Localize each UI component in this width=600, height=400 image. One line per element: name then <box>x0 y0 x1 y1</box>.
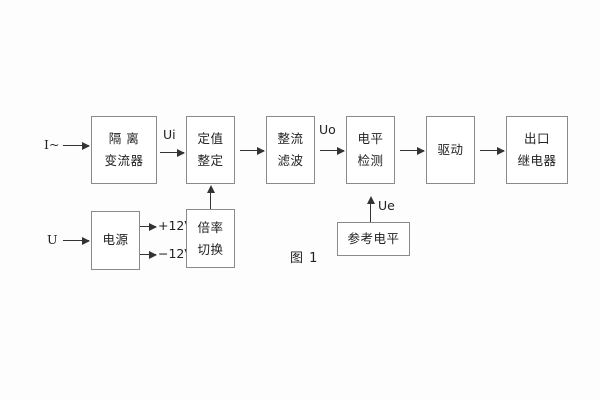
block-setting-value-line2: 整定 <box>197 153 224 168</box>
rail-positive-label: +12V <box>158 218 193 233</box>
block-setting-value-line1: 定值 <box>197 131 224 147</box>
block-power-supply-line1: 电源 <box>102 232 129 248</box>
arrow-isolation-to-setting <box>160 148 185 157</box>
block-reference-level: 参考电平 <box>337 222 410 256</box>
ui-signal-label: Ui <box>163 127 176 142</box>
figure-caption: 图 1 <box>290 251 319 266</box>
block-setting-value: 定值 整定 <box>186 116 235 184</box>
arrow-current-to-isolation <box>63 141 90 150</box>
block-multiplier-switch-line1: 倍率 <box>197 219 224 235</box>
block-level-detection-line1: 电平 <box>357 131 384 147</box>
block-power-supply: 电源 <box>91 211 140 270</box>
block-rectify-filter-line2: 滤波 <box>277 153 304 168</box>
arrow-level-to-drive <box>400 146 425 155</box>
rail-negative-label: −12V <box>158 246 193 261</box>
block-isolation-transformer: 隔 离 变流器 <box>91 116 157 184</box>
block-rectify-filter: 整流 滤波 <box>266 116 315 184</box>
block-output-relay-line2: 继电器 <box>517 153 557 168</box>
block-level-detection-line2: 检测 <box>357 153 384 168</box>
block-isolation-transformer-line2: 变流器 <box>104 153 144 168</box>
block-reference-level-line1: 参考电平 <box>347 230 400 246</box>
ue-signal-label: Ue <box>378 198 395 213</box>
block-multiplier-switch-line2: 切换 <box>197 241 224 257</box>
arrow-reference-to-level <box>366 196 375 222</box>
current-input-label: I~ <box>44 137 60 152</box>
block-drive: 驱动 <box>426 116 475 184</box>
block-multiplier-switch: 倍率 切换 <box>186 209 235 268</box>
uo-signal-label: Uo <box>319 122 336 137</box>
arrow-rectify-to-level <box>320 146 345 155</box>
arrow-multiplier-to-setting <box>206 185 215 209</box>
block-level-detection: 电平 检测 <box>346 116 395 184</box>
arrow-rail-negative <box>140 250 157 259</box>
arrow-setting-to-rectify <box>240 146 265 155</box>
voltage-input-label: U <box>47 232 58 247</box>
block-output-relay-line1: 出口 <box>523 131 550 147</box>
block-drive-line1: 驱动 <box>437 141 464 157</box>
arrow-drive-to-output-relay <box>480 146 505 155</box>
block-output-relay: 出口 继电器 <box>506 116 568 184</box>
arrow-rail-positive <box>140 222 157 231</box>
block-rectify-filter-line1: 整流 <box>277 131 304 147</box>
block-isolation-transformer-line1: 隔 离 <box>108 131 140 147</box>
arrow-voltage-to-power-supply <box>63 236 90 245</box>
